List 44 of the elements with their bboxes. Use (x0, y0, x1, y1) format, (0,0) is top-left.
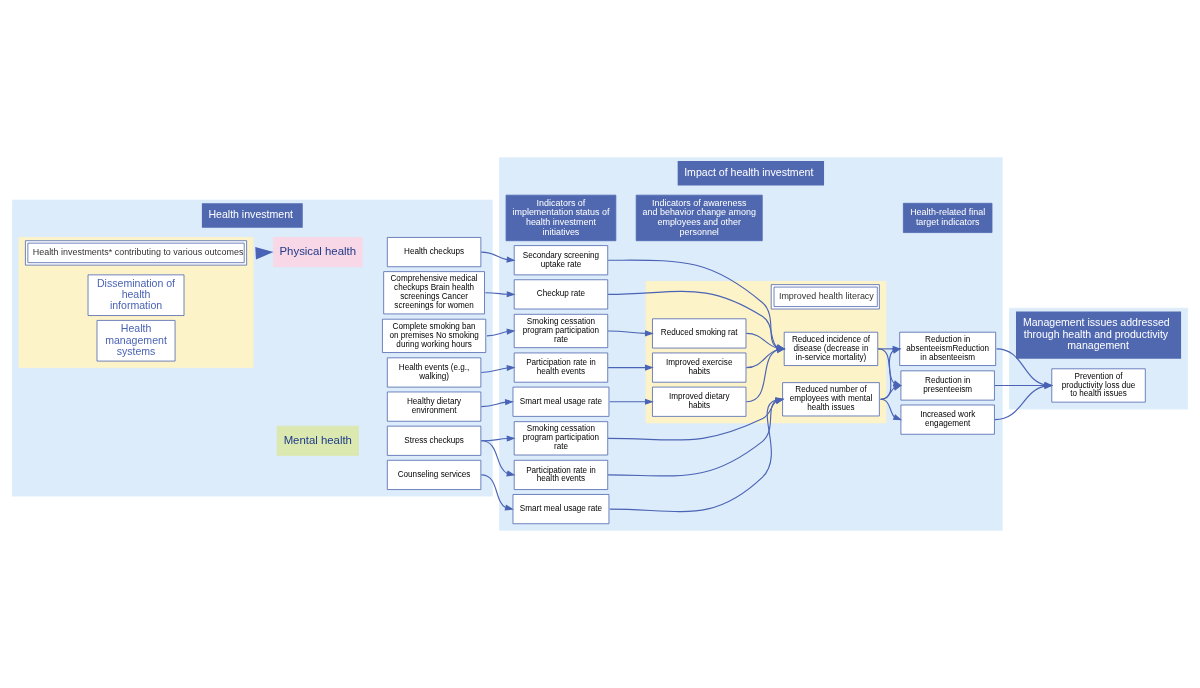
node-box: Smart meal usage rate (512, 386, 610, 417)
arrow (486, 328, 516, 337)
arrow (480, 251, 516, 263)
node-box: Reduced incidence of disease (decrease in in-service mortality) (783, 331, 879, 366)
node-box: Checkup rate (513, 279, 609, 310)
arrow (480, 399, 514, 408)
node-box: Complete smoking ban on premises No smoking during working hours (382, 318, 487, 353)
node-box: Mental health (276, 425, 359, 456)
node-box: Reduced smoking rat (652, 318, 747, 349)
node-box: Prevention of productivity loss due to health issues (1051, 368, 1146, 403)
node-box: Reduced number of employees with mental health issues (782, 382, 880, 417)
node-box: Improved exercise habits (652, 352, 747, 383)
node-box: Increased work engagement (900, 404, 995, 435)
node-box: Reduction in presenteeism (900, 370, 995, 401)
node-box: Indicators of awareness and behavior change among employees and other personnel (635, 194, 763, 242)
node-box: Physical health (273, 237, 363, 268)
node-box: Reduction in absenteeismReduction in absenteeism (899, 331, 997, 366)
arrow (607, 330, 654, 337)
arrow (480, 440, 516, 477)
arrow (607, 364, 654, 371)
node-box: Improved dietary habits (652, 386, 747, 417)
arrow (880, 384, 903, 400)
node-box: Health-related final target indicators (902, 202, 993, 233)
node-box: Healthy dietary environment (386, 391, 482, 422)
arrow (480, 474, 514, 511)
node-box: Health management systems (96, 320, 176, 362)
arrow (609, 398, 654, 405)
arrow (880, 398, 903, 421)
node-box: Secondary screening uptake rate (513, 245, 609, 276)
node-box: Comprehensive medical checkups Brain health screenings Cancer screenings for women (383, 271, 485, 315)
node-box: Smoking cessation program participation rate (513, 421, 609, 456)
node-box: Counseling services (386, 459, 482, 490)
node-box: Health checkups (386, 237, 482, 268)
node-box: Smart meal usage rate (512, 494, 610, 525)
arrow (480, 364, 516, 374)
node-box: Participation rate in health events (513, 352, 609, 383)
node-box: Indicators of implementation status of health investment initiatives (505, 194, 617, 242)
node-box: Smoking cessation program participation rate (513, 313, 609, 349)
node-box: Participation rate in health events (513, 459, 609, 490)
node-box: Dissemination of health information (87, 274, 185, 316)
node-box: Health events (e.g., walking) (386, 357, 482, 388)
arrow (255, 246, 274, 260)
node-box: Stress checkups (386, 425, 482, 456)
arrow (484, 291, 516, 298)
